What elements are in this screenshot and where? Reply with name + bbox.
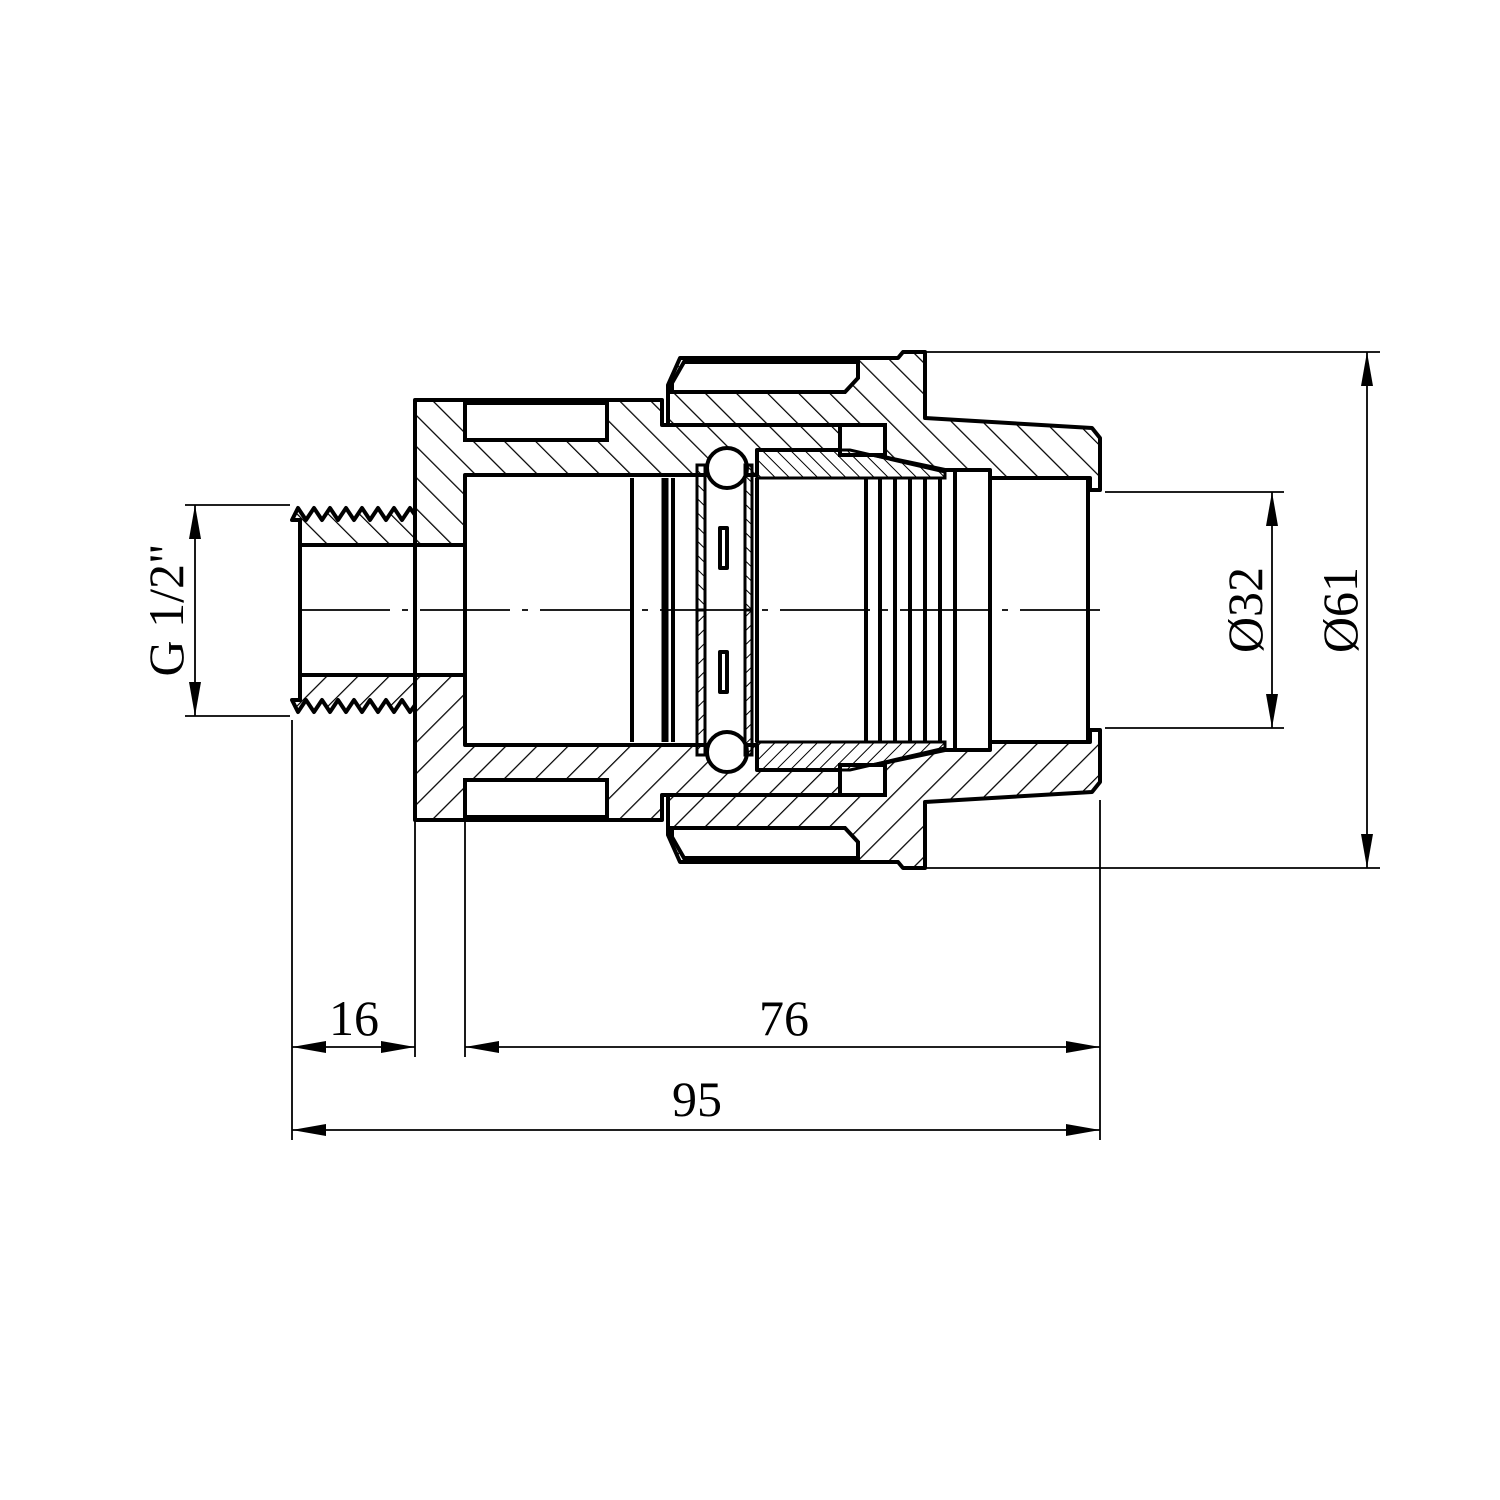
dim-thread-length: 16 (329, 990, 379, 1046)
nut-groove (670, 360, 860, 394)
o-ring (705, 446, 749, 490)
dim-outer-diameter: Ø61 (1312, 567, 1368, 653)
upper-half-section (290, 350, 1102, 612)
clamp-ring (755, 448, 947, 480)
body-groove (463, 401, 609, 442)
inner-edges (630, 472, 1090, 610)
dim-total-length: 95 (672, 1071, 722, 1127)
dim-thread-size: G 1/2" (138, 544, 194, 677)
dim-body-length: 76 (759, 990, 809, 1046)
support-sleeve (695, 463, 707, 612)
dimension-arrows (189, 352, 1373, 1136)
dim-inner-diameter: Ø32 (1217, 567, 1273, 653)
sleeve-slot (718, 526, 729, 570)
threaded-nipple-wall (290, 506, 417, 547)
extension-lines (185, 351, 1380, 1140)
